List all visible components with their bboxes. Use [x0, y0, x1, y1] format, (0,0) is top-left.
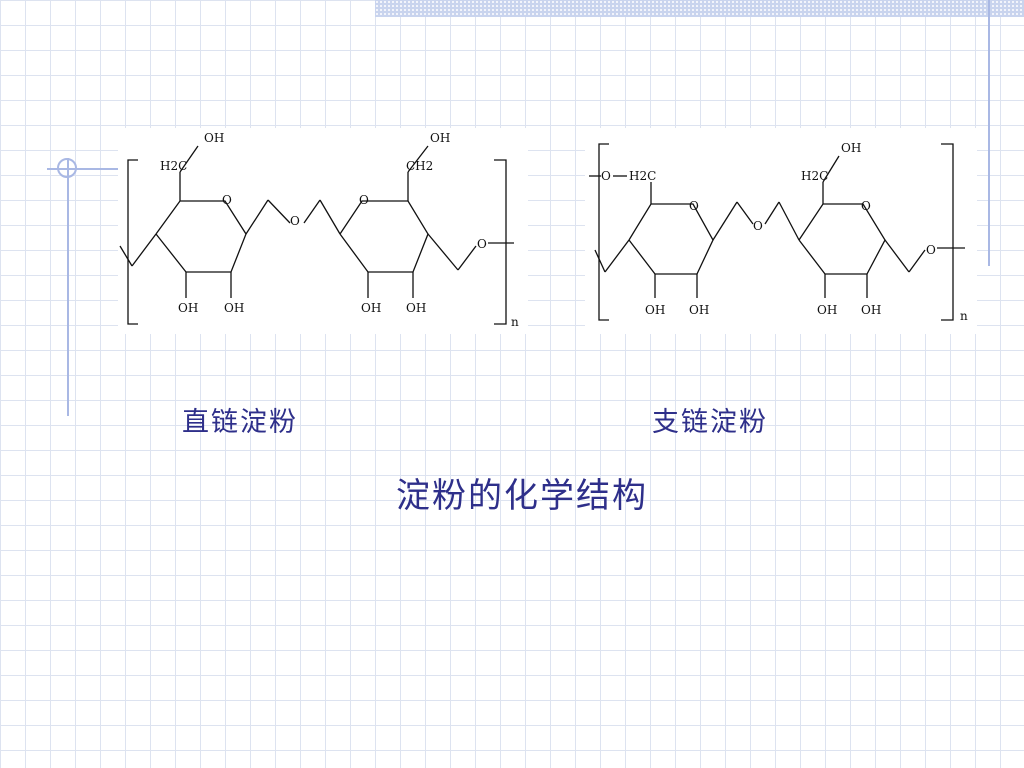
- decorative-right-rule: [988, 0, 990, 266]
- decorative-top-band: [375, 0, 1024, 17]
- decorative-left-bar: [47, 168, 119, 170]
- glucose-ring-1: [628, 203, 714, 275]
- label-oh-4: OH: [861, 303, 881, 317]
- label-ring-o-1: O: [689, 199, 699, 213]
- amylose-caption: 直链淀粉: [182, 407, 298, 438]
- label-oh-top-2: OH: [430, 131, 450, 145]
- left-bracket: [598, 143, 609, 321]
- label-ring-o-2: O: [359, 193, 369, 207]
- label-oh-2: OH: [689, 303, 709, 317]
- label-n: n: [960, 309, 968, 323]
- label-branch-o: O: [601, 169, 611, 183]
- label-end-o: O: [926, 243, 936, 257]
- label-oh-2: OH: [224, 301, 244, 315]
- label-n: n: [511, 315, 519, 329]
- label-ring-o-2: O: [861, 199, 871, 213]
- label-bridge-o: O: [753, 219, 763, 233]
- amylose-structure-diagram: OH H2C O O O OH CH2 OH OH OH OH O n: [118, 128, 528, 334]
- label-h2c-1: H2C: [160, 159, 187, 173]
- label-h2c-1: H2C: [629, 169, 656, 183]
- label-ch2-2: CH2: [406, 159, 433, 173]
- label-oh-4: OH: [406, 301, 426, 315]
- label-h2c-2: H2C: [801, 169, 828, 183]
- amylopectin-structure-svg: O H2C O O OH H2C O O OH OH OH OH n: [589, 141, 968, 323]
- amylopectin-caption: 支链淀粉: [652, 407, 768, 438]
- label-oh-3: OH: [361, 301, 381, 315]
- amylose-structure-svg: OH H2C O O O OH CH2 OH OH OH OH O n: [119, 131, 519, 329]
- right-bracket: [494, 159, 507, 325]
- label-oh-1: OH: [645, 303, 665, 317]
- glucose-ring-2: [339, 200, 429, 273]
- label-bridge-o: O: [290, 214, 300, 228]
- glucose-ring-2: [798, 203, 886, 275]
- decorative-circle: [57, 158, 77, 178]
- label-oh-3: OH: [817, 303, 837, 317]
- amylopectin-structure-diagram: O H2C O O OH H2C O O OH OH OH OH n: [585, 128, 977, 334]
- label-oh-top: OH: [841, 141, 861, 155]
- label-oh-top-1: OH: [204, 131, 224, 145]
- slide-title: 淀粉的化学结构: [396, 476, 648, 516]
- right-bracket: [941, 143, 954, 321]
- label-oh-1: OH: [178, 301, 198, 315]
- left-bracket: [127, 159, 138, 325]
- decorative-left-rule: [67, 158, 69, 416]
- label-end-o: O: [477, 237, 487, 251]
- glucose-ring-1: [155, 200, 247, 273]
- label-ring-o-1: O: [222, 193, 232, 207]
